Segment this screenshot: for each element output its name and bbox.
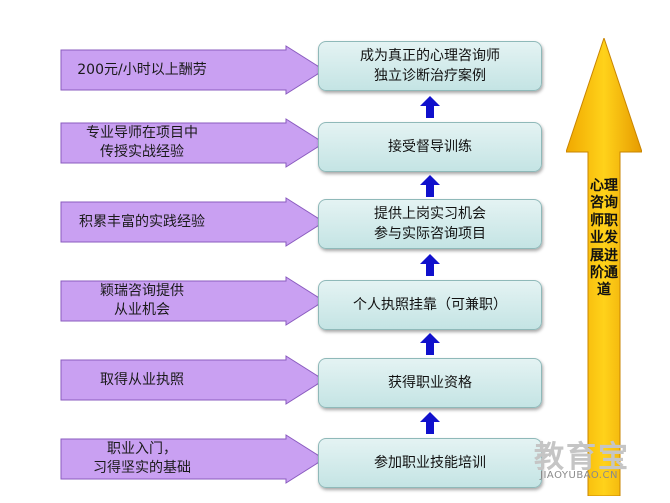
career-path-arrow-icon — [566, 38, 642, 496]
career-path-label: 心理咨询师职业发展进阶通道 — [590, 178, 618, 299]
step-box-2: 接受督导训练 — [318, 122, 542, 172]
benefit-arrow-shape — [60, 118, 325, 168]
benefit-arrow-3: 积累丰富的实践经验 — [60, 197, 326, 247]
benefit-label: 取得从业执照 — [100, 371, 184, 388]
step-box-3: 提供上岗实习机会 参与实际咨询项目 — [318, 199, 542, 249]
step-box-6: 参加职业技能培训 — [318, 438, 542, 488]
benefit-arrow-4: 颖瑞咨询提供 从业机会 — [60, 276, 326, 326]
benefit-arrow-1: 200元/小时以上酬劳 — [60, 45, 326, 95]
benefit-arrow-shape — [60, 45, 325, 95]
benefit-arrow-shape — [60, 276, 325, 326]
benefit-arrow-2: 专业导师在项目中 传授实战经验 — [60, 118, 326, 168]
benefit-label: 200元/小时以上酬劳 — [77, 61, 207, 78]
benefit-label: 颖瑞咨询提供 从业机会 — [100, 283, 184, 318]
up-arrow-icon — [420, 96, 440, 118]
benefit-arrow-shape — [60, 197, 325, 247]
benefit-label: 专业导师在项目中 传授实战经验 — [86, 125, 198, 160]
step-box-1: 成为真正的心理咨询师 独立诊断治疗案例 — [318, 41, 542, 91]
up-arrow-icon — [420, 333, 440, 355]
benefit-label: 职业入门， 习得坚实的基础 — [93, 441, 191, 476]
benefit-arrow-shape — [60, 434, 325, 484]
benefit-arrow-6: 职业入门， 习得坚实的基础 — [60, 434, 326, 484]
benefit-arrow-5: 取得从业执照 — [60, 355, 326, 405]
up-arrow-icon — [420, 175, 440, 197]
watermark-text: 教育宝 — [534, 440, 630, 475]
watermark-url: JIAOYUBAO.CN — [540, 470, 618, 481]
benefit-label: 积累丰富的实践经验 — [79, 213, 205, 230]
step-box-4: 个人执照挂靠（可兼职） — [318, 280, 542, 330]
step-box-5: 获得职业资格 — [318, 358, 542, 408]
watermark-logo: 教育宝 JIAOYUBAO.CN — [532, 432, 668, 492]
up-arrow-icon — [420, 412, 440, 434]
benefit-arrow-shape — [60, 355, 325, 405]
up-arrow-icon — [420, 254, 440, 276]
